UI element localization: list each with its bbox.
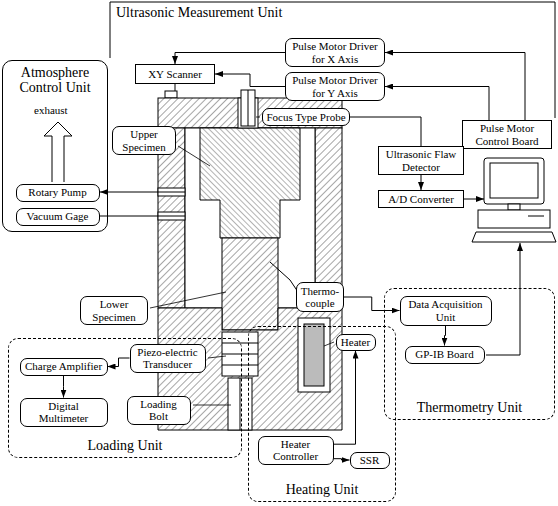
instrument-box: Heater Controller xyxy=(258,436,334,465)
instrument-box: SSR xyxy=(350,452,390,469)
piezo-layer xyxy=(222,354,258,355)
piezo-layer xyxy=(222,365,258,366)
box-label: SSR xyxy=(360,454,380,466)
box-label: Charge Amplifier xyxy=(25,360,102,372)
instrument-box: GP-IB Board xyxy=(405,346,485,364)
signal-connector xyxy=(350,117,421,146)
note-label: exhaust xyxy=(34,104,68,116)
leader-line xyxy=(324,342,334,346)
callout-box: Loading Bolt xyxy=(127,396,191,425)
callout-box: Focus Type Probe xyxy=(262,108,350,126)
exhaust-arrow xyxy=(44,122,72,182)
instrument-box: Data Acquisition Unit xyxy=(400,296,492,326)
box-label: Pulse Motor Control Board xyxy=(466,122,548,146)
box-label: Data Acquisition Unit xyxy=(404,298,488,322)
heater-cavity xyxy=(298,318,330,392)
signal-connector xyxy=(215,74,285,87)
signal-connector xyxy=(334,351,356,445)
unit-title: Loading Unit xyxy=(87,438,162,453)
box-label: GP-IB Board xyxy=(415,348,473,360)
box-label: Lower Specimen xyxy=(84,298,144,322)
board-box: Pulse Motor Control Board xyxy=(462,120,552,149)
instrument-box: Rotary Pump xyxy=(16,184,100,202)
label-text: exhaust xyxy=(34,104,68,116)
instrument-box: A/D Converter xyxy=(378,190,464,208)
leader-line xyxy=(193,405,231,406)
signal-connector xyxy=(63,376,64,398)
instrument-box: Charge Amplifier xyxy=(20,358,108,376)
screen xyxy=(490,163,538,198)
focus-probe xyxy=(241,90,255,126)
callout-box: Piezo-electric Transducer xyxy=(130,344,206,373)
driver-box: Pulse Motor Driver for X Axis xyxy=(285,38,385,67)
monitor xyxy=(484,158,544,204)
box-label: Ultrasonic Flaw Detector xyxy=(382,148,460,172)
chamber-wall xyxy=(315,128,342,308)
signal-connector xyxy=(108,358,130,367)
probe-axis xyxy=(248,90,249,126)
box-label: A/D Converter xyxy=(388,193,454,205)
box-label: Loading Bolt xyxy=(131,398,187,422)
scanner-box: XY Scanner xyxy=(135,64,215,84)
bolt-axis xyxy=(240,378,241,430)
heater-element xyxy=(304,324,324,386)
signal-connector xyxy=(385,87,489,121)
box-label: Heater xyxy=(341,336,370,348)
signal-connector xyxy=(421,175,422,190)
signal-connector xyxy=(344,297,400,311)
signal-connector xyxy=(334,459,350,460)
box-label: Digital Multimeter xyxy=(24,400,104,424)
signal-connector xyxy=(445,326,446,346)
unit-region: Atmosphere Control UnitRotary PumpVacuum… xyxy=(2,60,108,232)
test-housing xyxy=(158,90,342,430)
unit-region: Thermometry Unit Data Acquisition UnitGP-… xyxy=(384,288,555,420)
callout-box: Upper Specimen xyxy=(112,126,176,155)
box-label: Pulse Motor Driver for X Axis xyxy=(289,40,381,64)
keyboard xyxy=(472,232,556,242)
leader-line xyxy=(208,356,226,358)
leader-line xyxy=(178,146,210,166)
leader-line xyxy=(256,117,260,118)
box-label: Rotary Pump xyxy=(28,186,86,198)
signal-connector xyxy=(175,53,285,65)
label-text: Ultrasonic Measurement Unit xyxy=(116,5,282,20)
monitor-stand xyxy=(508,204,520,210)
chamber-wall xyxy=(158,128,185,308)
disk-slot xyxy=(528,216,544,217)
unit-region: Heating Unit HeaterHeater ControllerSSR xyxy=(248,326,396,502)
unit-title: Thermometry Unit xyxy=(417,400,522,415)
lower-specimen xyxy=(222,238,278,330)
unit-region: Loading Unit Charge Amplifier Piezo-electr… xyxy=(8,338,242,458)
box-label: Focus Type Probe xyxy=(266,111,345,123)
box-label: XY Scanner xyxy=(148,68,202,80)
bolt-head xyxy=(165,91,177,98)
instrument-box: Digital Multimeter xyxy=(20,398,108,427)
box-label: Upper Specimen xyxy=(116,128,172,152)
box-label: Vacuum Gage xyxy=(26,210,88,222)
leader-line xyxy=(150,292,226,308)
pump-line xyxy=(100,192,185,193)
box-label: Pulse Motor Driver for Y Axis xyxy=(289,74,381,98)
unit-title: Ultrasonic Measurement Unit xyxy=(116,5,282,21)
callout-box: Lower Specimen xyxy=(80,296,148,325)
box-label: Thermo- couple xyxy=(300,285,340,309)
signal-connector xyxy=(385,53,525,121)
driver-box: Pulse Motor Driver for Y Axis xyxy=(285,72,385,101)
computer-case xyxy=(478,210,550,228)
unit-title: Atmosphere Control Unit xyxy=(7,65,103,96)
box-label: Piezo-electric Transducer xyxy=(134,346,202,370)
unit-title: Heating Unit xyxy=(286,482,359,497)
instrument-box: Vacuum Gage xyxy=(16,208,100,226)
upper-specimen xyxy=(200,128,300,238)
computer-icon xyxy=(472,158,556,242)
callout-box: Heater xyxy=(336,334,376,351)
box-label: Heater Controller xyxy=(262,438,330,462)
signal-line xyxy=(464,199,484,200)
thermocouple-wire xyxy=(270,262,298,292)
instrument-box: Ultrasonic Flaw Detector xyxy=(378,146,464,175)
piezo-layer xyxy=(222,343,258,344)
gage-line xyxy=(100,216,185,217)
callout-box: Thermo- couple xyxy=(296,282,344,312)
